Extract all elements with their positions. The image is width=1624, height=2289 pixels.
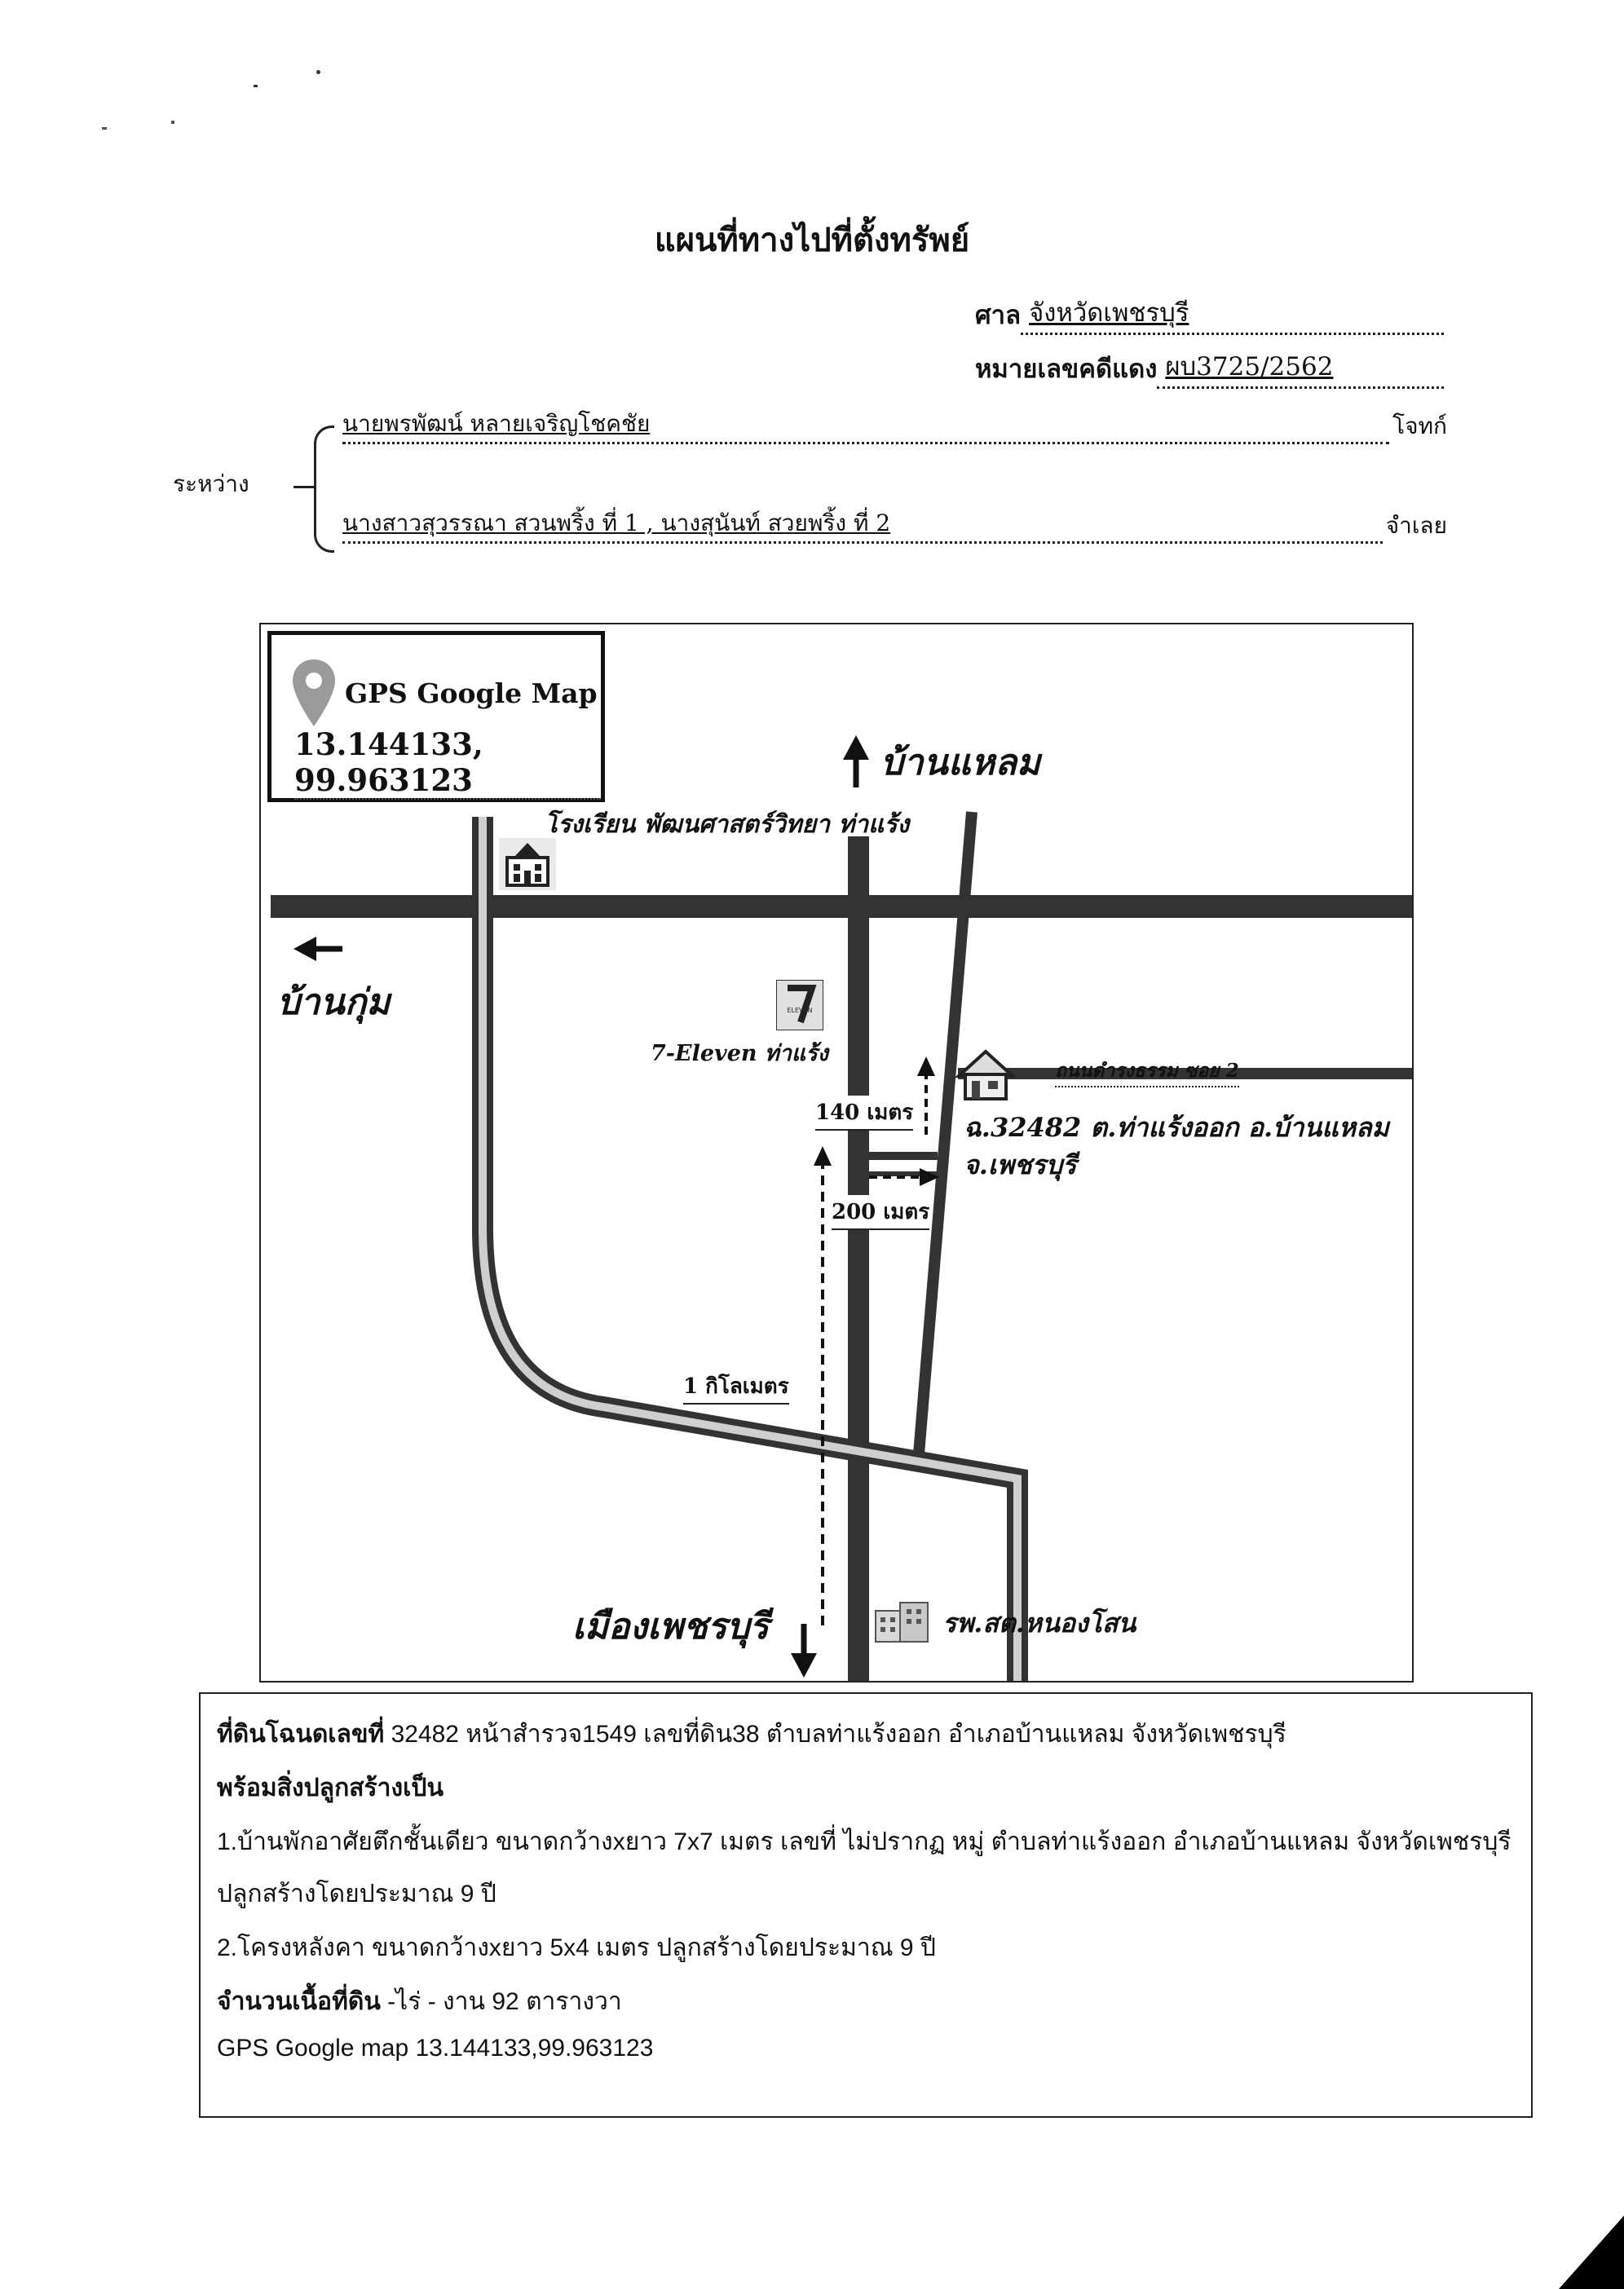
court-label: ศาล [975,301,1022,330]
distance-140m-label: 140 เมตร [815,1096,914,1131]
court-row: ศาล จังหวัดเพชรบุรี [975,292,1444,335]
gps-line: GPS Google map 13.144133,99.963123 [217,2035,654,2062]
page-title: แผนที่ทางไปที่ตั้งทรัพย์ [654,221,970,259]
building-2-line: 2.โครงหลังคา ขนาดกว้างxยาว 5x4 เมตร ปลูก… [217,1934,936,1961]
deed-label: ที่ดินโฉนดเลขที่ [217,1721,385,1748]
south-destination-label: เมืองเพชรบุรี [572,1606,770,1647]
page-corner-mark [1559,2216,1624,2289]
plaintiff-row: นายพรพัฒน์ หลายเจริญโชคชัย โจทก์ [342,406,1447,444]
seven-eleven-logo-icon: ELEVEN [776,980,823,1030]
plaintiff-role: โจทก์ [1392,412,1447,439]
side-road-diagonal [293,735,1412,1681]
plaintiff-name: นายพรพัฒน์ หลายเจริญโชคชัย [342,406,1390,444]
location-map: GPS Google Map 13.144133, 99.963123 โรงเ… [259,623,1414,1683]
land-area-line: จำนวนเนื้อที่ดิน -ไร่ - งาน 92 ตารางวา [217,1982,622,2021]
scan-speck [102,127,107,130]
case-number-row: หมายเลขคดีแดง ผบ3725/2562 [975,346,1444,389]
case-number-value: ผบ3725/2562 [1157,346,1444,389]
distance-1km-label: 1 กิโลเมตร [683,1369,789,1405]
seven-eleven-logo-text: ELEVEN [787,1007,812,1014]
gps-callout: GPS Google Map 13.144133, 99.963123 [267,631,605,802]
defendant-name: นางสาวสุวรรณา สวนพริ้ง ที่ 1 , นางสุนันท… [342,505,1383,544]
north-destination-label: บ้านแหลม [880,742,1041,783]
property-label-line1: ฉ.32482 ต.ท่าแร้งออก อ.บ้านแหลม [964,1112,1389,1143]
soi-road-label: ถนนดำรงธรรม ซอย 2 [1055,1056,1239,1087]
hospital-label: รพ.สต.หนองโสน [942,1608,1136,1638]
property-label-line2: จ.เพชรบุรี [964,1149,1077,1180]
gps-callout-coordinates: 13.144133, 99.963123 [294,726,601,800]
distance-200m-label: 200 เมตร [832,1195,930,1230]
building-1-line: 1.บ้านพักอาศัยตึกชั้นเดียว ขนาดกว้างxยาว… [217,1828,1511,1855]
defendant-row: นางสาวสุวรรณา สวนพริ้ง ที่ 1 , นางสุนันท… [342,505,1447,544]
central-road [848,836,869,1681]
building-1-age-line: ปลูกสร้างโดยประมาณ 9 ปี [217,1881,496,1908]
scan-speck [316,70,320,74]
between-label: ระหว่าง [173,470,249,497]
parties-brace-tip [293,486,316,488]
property-description-box: ที่ดินโฉนดเลขที่ 32482 หน้าสำรวจ1549 เลข… [199,1692,1533,2118]
case-number-label: หมายเลขคดีแดง [975,355,1158,384]
parties-brace [314,426,334,553]
scan-speck [254,85,258,87]
west-destination-label: บ้านกุ่ม [277,981,391,1023]
store-label: 7-Eleven ท่าแร้ง [651,1041,828,1066]
house-icon [955,1049,1016,1100]
scan-speck [171,121,174,124]
land-area-label: จำนวนเนื้อที่ดิน [217,1988,381,2015]
school-label: โรงเรียน พัฒนศาสตร์วิทยา ท่าแร้ง [545,810,910,839]
main-road [271,895,1412,918]
court-value: จังหวัดเพชรบุรี [1021,292,1444,335]
land-area-value: -ไร่ - งาน 92 ตารางวา [380,1988,622,2015]
deed-detail: 32482 หน้าสำรวจ1549 เลขที่ดิน38 ตำบลท่าแ… [384,1721,1286,1748]
buildings-heading: พร้อมสิ่งปลูกสร้างเป็น [217,1775,444,1802]
school-icon [499,838,556,890]
hospital-icon [875,1602,929,1643]
gps-callout-title: GPS Google Map [345,677,598,709]
deed-line: ที่ดินโฉนดเลขที่ 32482 หน้าสำรวจ1549 เลข… [217,1715,1286,1753]
map-pin-icon [293,659,335,726]
defendant-role: จำเลย [1385,512,1447,539]
